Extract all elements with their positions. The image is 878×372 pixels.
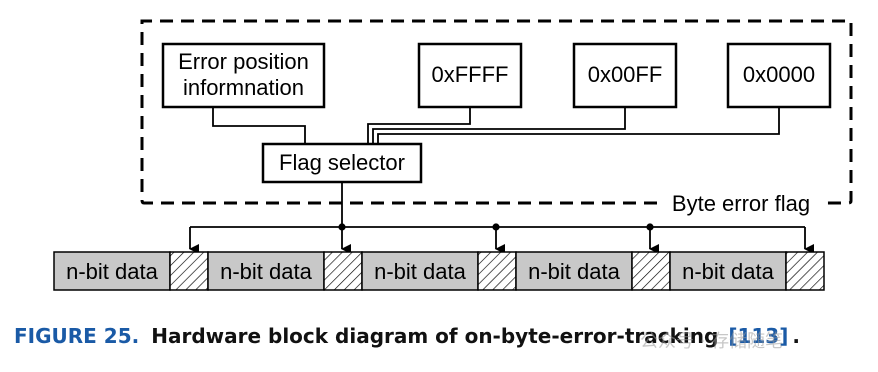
constant-ffff-box xyxy=(417,42,523,109)
constant-ffff-label: 0xFFFF xyxy=(432,62,509,87)
data-cell-label-1: n-bit data xyxy=(66,259,158,284)
flag-cell-4 xyxy=(631,251,671,291)
flag-cell-2 xyxy=(323,251,363,291)
watermark: 公众号 · 存储随笔 xyxy=(640,331,783,352)
wire-0000 xyxy=(377,107,780,144)
data-cell-4 xyxy=(515,251,633,291)
error-position-label-line2: informnation xyxy=(183,75,304,100)
error-position-label-line1: Error position xyxy=(178,49,309,74)
junction-dot-2 xyxy=(492,223,500,231)
constant-0000-label: 0x0000 xyxy=(743,62,815,87)
data-cell-label-5: n-bit data xyxy=(682,259,774,284)
flag-cell-1 xyxy=(169,251,209,291)
flag-selector-label: Flag selector xyxy=(279,150,405,175)
wire-error-position xyxy=(212,107,306,144)
caption-reference: [113] xyxy=(728,324,788,348)
caption-figure-label: FIGURE 25. xyxy=(14,324,139,348)
byte-error-flag-label: Byte error flag xyxy=(672,191,810,216)
caption-end: . xyxy=(792,324,800,348)
data-cell-label-2: n-bit data xyxy=(220,259,312,284)
data-cell-1 xyxy=(53,251,171,291)
figure-caption: FIGURE 25. Hardware block diagram of on-… xyxy=(14,324,800,348)
flag-selector-box xyxy=(261,142,423,184)
flag-cell-5 xyxy=(785,251,825,291)
wire-ffff xyxy=(367,107,471,144)
junction-dot-1 xyxy=(338,223,346,231)
wire-00ff xyxy=(372,107,626,144)
selector-input-wires xyxy=(212,107,780,144)
data-row xyxy=(53,251,825,291)
byte-error-flag-boundary xyxy=(140,19,853,205)
data-cell-label-3: n-bit data xyxy=(374,259,466,284)
data-cell-5 xyxy=(669,251,787,291)
constant-00ff-label: 0x00FF xyxy=(588,62,663,87)
flag-cell-3 xyxy=(477,251,517,291)
data-cell-2 xyxy=(207,251,325,291)
junction-dot-3 xyxy=(646,223,654,231)
caption-text: Hardware block diagram of on-byte-error-… xyxy=(151,324,718,348)
data-cell-label-4: n-bit data xyxy=(528,259,620,284)
error-position-box xyxy=(161,42,326,109)
